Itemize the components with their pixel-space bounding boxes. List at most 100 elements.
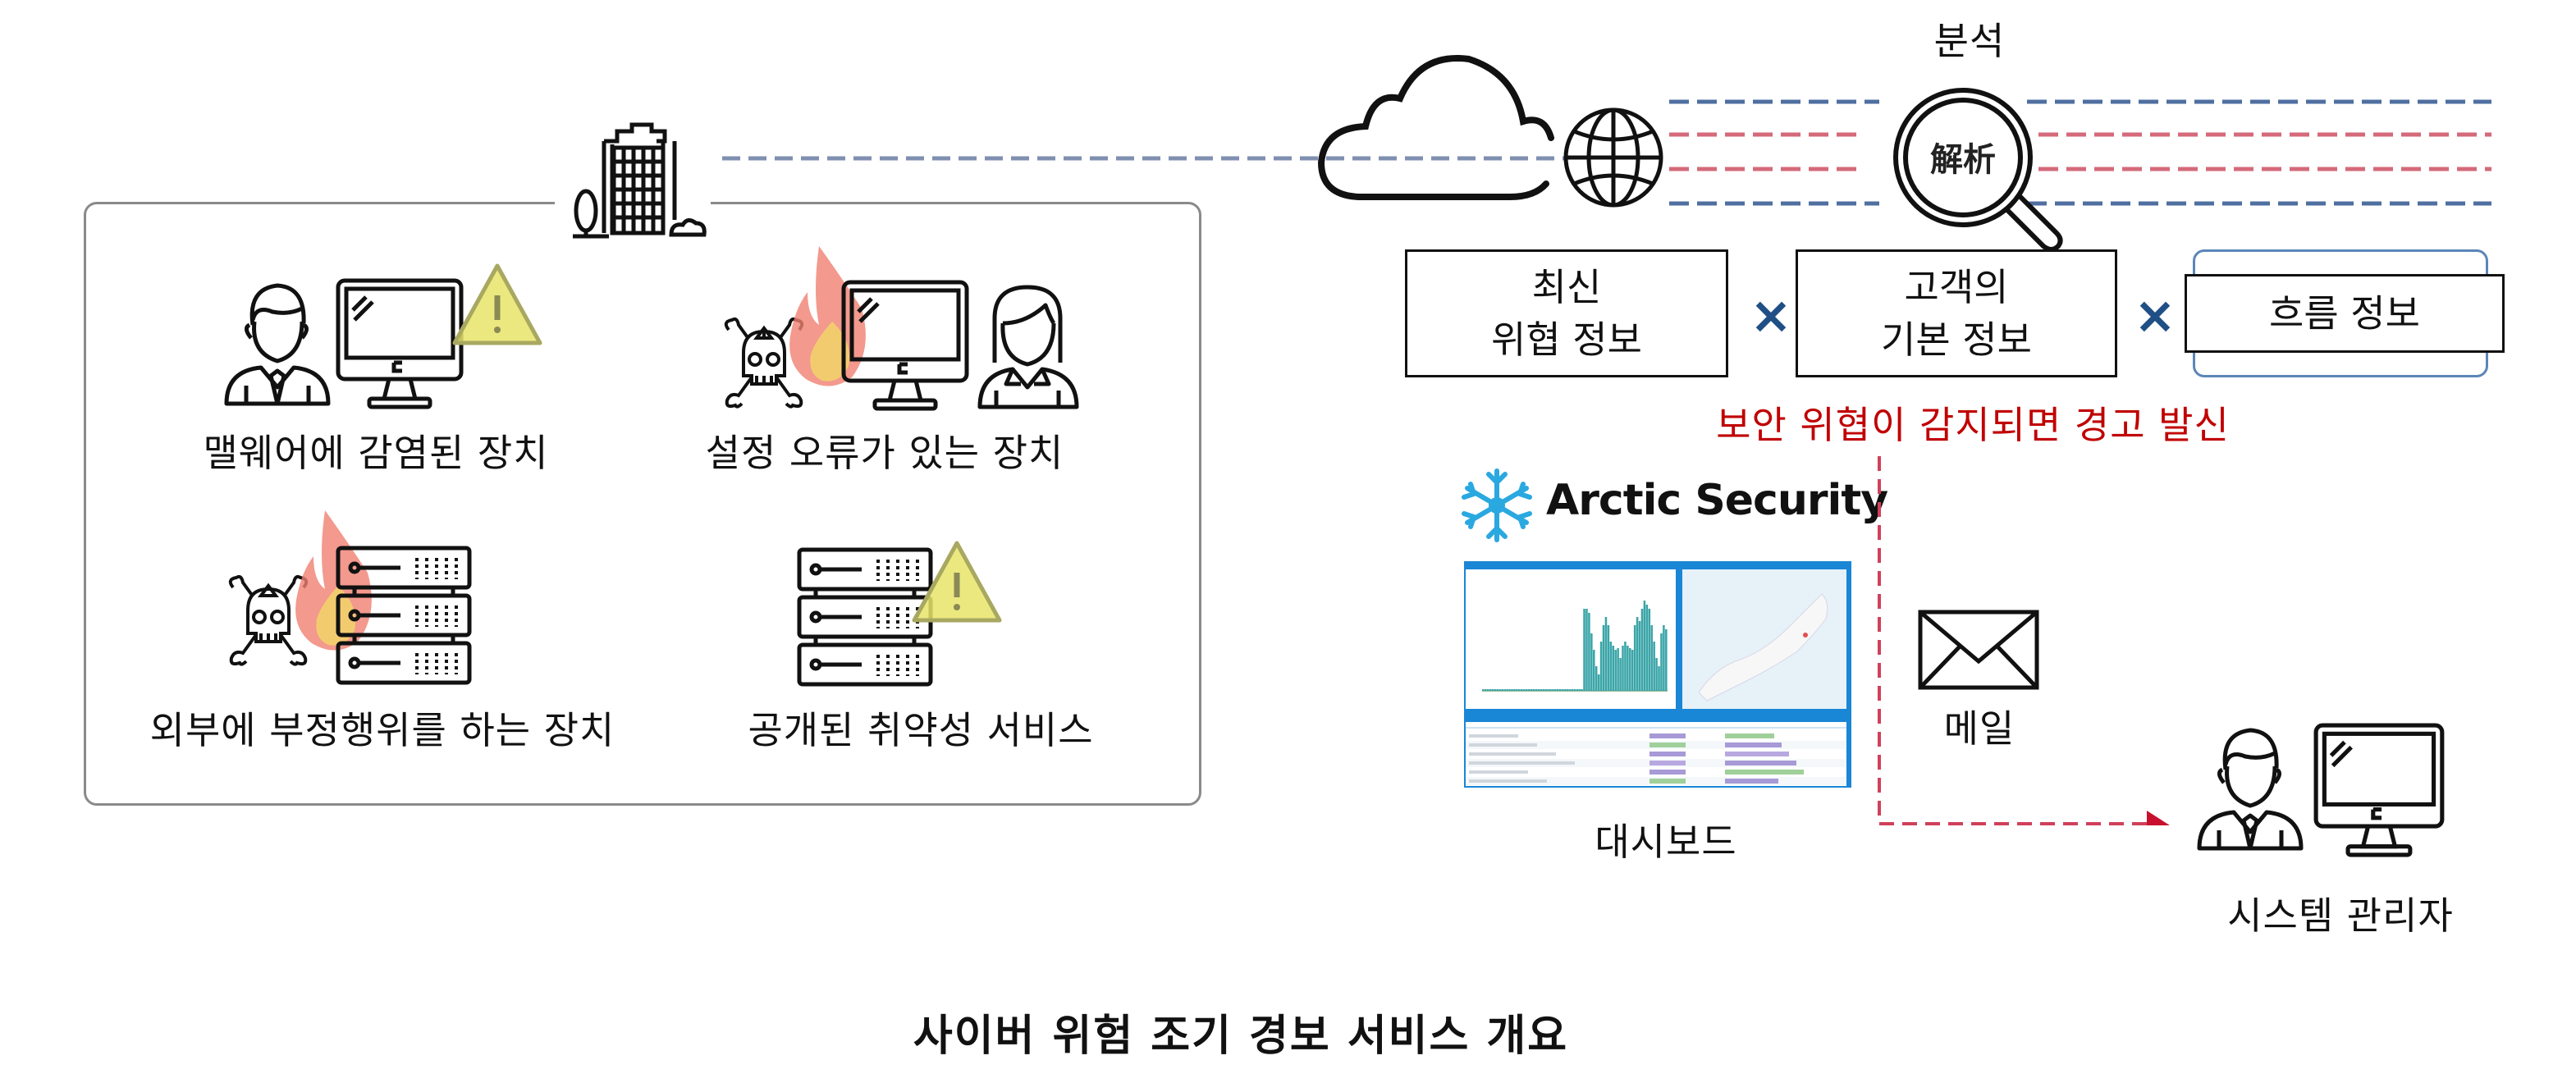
device-label-malware: 맬웨어에 감염된 장치 xyxy=(203,431,549,475)
magnifier-icon xyxy=(1893,88,2063,252)
dashboard-bar xyxy=(1530,689,1533,691)
dashboard-bar xyxy=(1655,658,1658,691)
dashboard-bar xyxy=(1563,689,1567,691)
dashboard-bar xyxy=(1576,689,1579,691)
dashboard-bar xyxy=(1645,605,1649,691)
mail-label: 메일 xyxy=(1943,706,2016,751)
dashboard-bar xyxy=(1522,689,1526,691)
dashboard-bar xyxy=(1496,689,1499,691)
cloud-icon xyxy=(1317,55,1554,200)
dashboard-bar xyxy=(1609,642,1613,691)
dashboard-tag-chip xyxy=(1649,761,1686,765)
dashboard-bar xyxy=(1535,689,1538,691)
dashboard-bar xyxy=(1540,689,1542,691)
dashboard-bar xyxy=(1595,666,1598,691)
dashboard-table-row xyxy=(1466,777,1846,785)
dashboard-bar xyxy=(1638,621,1641,691)
dashboard-bar xyxy=(1542,689,1544,691)
dashboard-bar xyxy=(1604,617,1608,691)
dashboard-bar xyxy=(1650,625,1653,691)
desktop-computer-icon xyxy=(336,278,464,409)
dashboard-bar xyxy=(1558,689,1562,691)
dashboard-bar xyxy=(1491,689,1494,691)
dashboard-bar xyxy=(1525,689,1528,691)
dashboard-bar xyxy=(1513,689,1516,691)
dashboard-bar xyxy=(1561,689,1564,691)
dashboard-table-row xyxy=(1466,741,1846,749)
dashboard-bar xyxy=(1547,689,1549,691)
dashboard-bar xyxy=(1665,629,1668,691)
dashboard-tag-chip xyxy=(1725,733,1774,738)
dashboard-bar xyxy=(1484,689,1487,691)
female-user-icon xyxy=(977,285,1079,409)
dashboard-bar xyxy=(1537,689,1540,691)
dashboard-row-text xyxy=(1469,770,1528,774)
device-label-malicious: 외부에 부정행위를 하는 장치 xyxy=(149,708,615,752)
dashboard-screenshot xyxy=(1464,561,1851,788)
dashboard-bar xyxy=(1581,689,1583,691)
dashboard-bar xyxy=(1503,689,1506,691)
dashboard-bar xyxy=(1556,689,1559,691)
dashboard-row-text xyxy=(1469,752,1556,756)
envelope-icon xyxy=(1918,610,2039,690)
dashboard-bar xyxy=(1498,689,1502,691)
dashboard-bar xyxy=(1527,689,1531,691)
dashboard-bar xyxy=(1619,658,1622,691)
dashboard-bar xyxy=(1617,648,1619,691)
dashboard-bar xyxy=(1482,689,1485,691)
dashboard-bar xyxy=(1571,689,1574,691)
dashboard-bar xyxy=(1486,689,1489,691)
analysis-label: 분석 xyxy=(1933,19,2006,63)
diagram-title: 사이버 위험 조기 경보 서비스 개요 xyxy=(913,1012,1569,1061)
dashboard-bar xyxy=(1599,642,1603,691)
dashboard-bar xyxy=(1640,609,1644,691)
warning-triangle-icon xyxy=(452,263,542,345)
dashboard-bar xyxy=(1511,689,1513,691)
dashboard-bar xyxy=(1590,633,1593,691)
info-box-flow-info: 흐름 정보 xyxy=(2185,274,2505,353)
dashboard-bar xyxy=(1578,689,1581,691)
dashboard-bar xyxy=(1633,625,1636,691)
dashboard-bar xyxy=(1489,689,1492,691)
info-box-line: 최신 xyxy=(1531,265,1602,309)
dashboard-bar xyxy=(1658,666,1660,691)
dashboard-bar xyxy=(1627,646,1629,691)
dashboard-tag-chip xyxy=(1725,743,1782,747)
dashboard-bar xyxy=(1631,650,1634,691)
dashboard-bar xyxy=(1643,601,1646,691)
dashboard-bar xyxy=(1597,674,1600,691)
snowflake-icon xyxy=(1462,468,1532,542)
dashboard-bar xyxy=(1660,633,1663,691)
dashboard-bar xyxy=(1552,689,1554,691)
server-rack-icon xyxy=(797,547,933,687)
dashboard-row-text xyxy=(1469,734,1518,738)
office-building-icon xyxy=(573,122,707,239)
dashboard-bar xyxy=(1653,642,1655,691)
dashboard-bar xyxy=(1622,646,1624,691)
dashboard-map xyxy=(1698,593,1828,701)
data-stream-lines xyxy=(1669,99,2491,206)
dashboard-table-panel xyxy=(1466,722,1846,786)
dashboard-table-row xyxy=(1466,750,1846,758)
dashboard-bar xyxy=(1494,689,1497,691)
dashboard-bar-chart xyxy=(1482,601,1668,692)
table-header-line xyxy=(1466,727,1846,729)
device-label-vulnerable-service: 공개된 취약성 서비스 xyxy=(748,708,1094,752)
dashboard-tag-chip xyxy=(1649,733,1686,738)
server-rack-icon xyxy=(336,546,472,685)
dashboard-bar xyxy=(1544,689,1547,691)
info-box-line: 흐름 정보 xyxy=(2269,291,2420,336)
dashboard-tag-chip xyxy=(1649,770,1686,775)
dashboard-bar xyxy=(1506,689,1508,691)
dashboard-bar xyxy=(1549,689,1552,691)
dashboard-bar xyxy=(1566,689,1569,691)
dashboard-bar xyxy=(1602,625,1605,691)
multiply-symbol: × xyxy=(1750,285,1792,345)
dashboard-bar xyxy=(1573,689,1576,691)
dashboard-table-row xyxy=(1466,759,1846,767)
desktop-computer-icon xyxy=(841,280,969,411)
male-user-icon xyxy=(224,283,331,406)
fire-icon xyxy=(295,510,372,651)
